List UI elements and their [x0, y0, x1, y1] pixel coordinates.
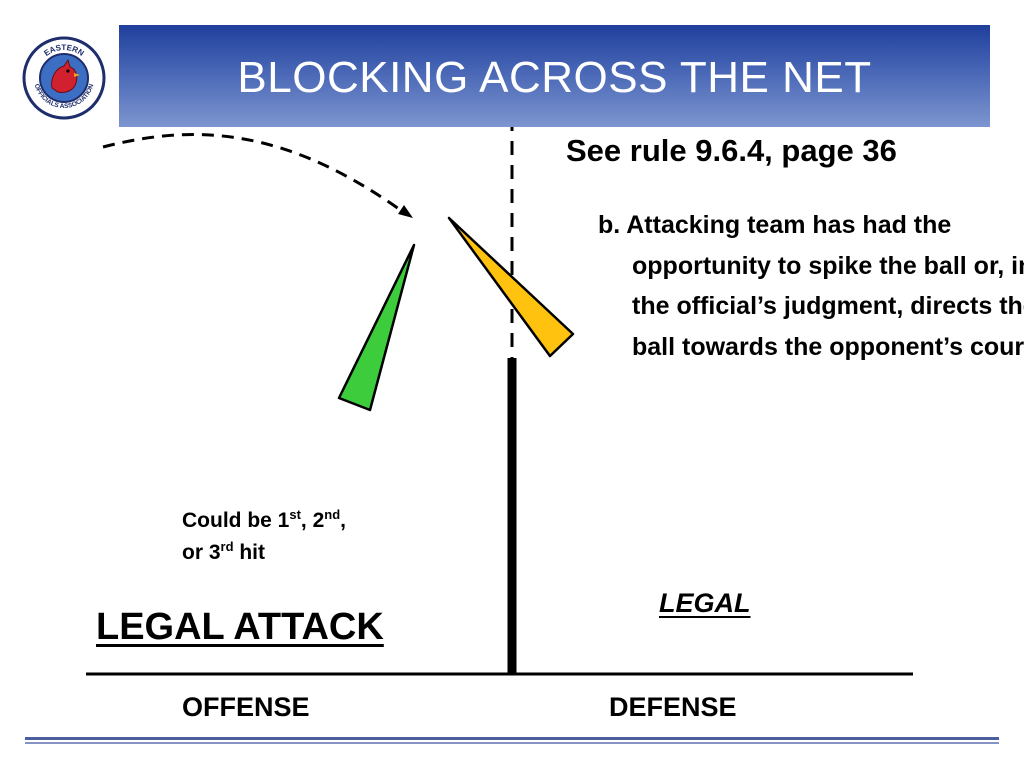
legal-label: LEGAL [659, 588, 751, 618]
legal-attack-label: LEGAL ATTACK [96, 606, 384, 648]
cardinal-logo-icon: EASTERN OFFICIALS ASSOCIATION [22, 36, 106, 120]
attacker-arm-wedge [337, 243, 416, 412]
svg-text:EASTERN: EASTERN [42, 43, 85, 58]
ball-trajectory-arc [102, 133, 407, 216]
footer-divider [25, 737, 999, 740]
defense-label: DEFENSE [609, 692, 737, 722]
offense-label: OFFENSE [182, 692, 310, 722]
slide-title: BLOCKING ACROSS THE NET [237, 53, 872, 102]
blocker-arm-wedge [447, 216, 575, 358]
title-banner: BLOCKING ACROSS THE NET [119, 25, 990, 127]
rule-reference: See rule 9.6.4, page 36 [566, 133, 897, 168]
hit-count-note: Could be 1st, 2nd, or 3rd hit [182, 507, 346, 564]
rule-description: b. Attacking team has had the opportunit… [598, 211, 1024, 361]
association-logo: EASTERN OFFICIALS ASSOCIATION [22, 36, 106, 120]
trajectory-arrowhead [398, 205, 413, 218]
footer-divider-secondary [25, 742, 999, 744]
